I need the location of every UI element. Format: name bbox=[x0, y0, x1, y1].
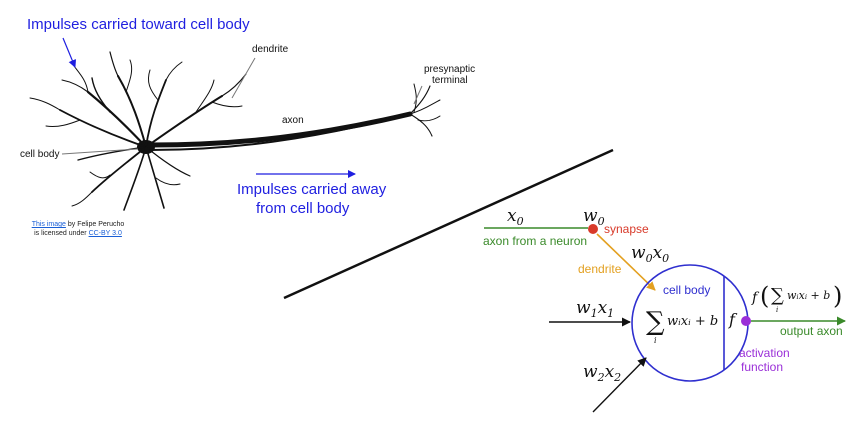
sum-symbol: ∑ bbox=[646, 307, 665, 337]
cell-body-model-label: cell body bbox=[663, 283, 710, 297]
credit-author: by Felipe Perucho bbox=[65, 221, 125, 228]
output-paren-close: ) bbox=[833, 282, 842, 310]
synapse-label: synapse bbox=[604, 222, 649, 236]
cell-body-label: cell body bbox=[20, 149, 59, 160]
axon-label: axon bbox=[282, 115, 304, 126]
activation-dot bbox=[741, 316, 751, 326]
w2x2-input-arrow bbox=[592, 357, 647, 413]
w0x0-label: w0x0 bbox=[631, 243, 669, 265]
impulses-toward-arrow bbox=[62, 37, 77, 68]
divider-line bbox=[283, 148, 614, 300]
sum-index: i bbox=[654, 336, 657, 345]
activation-label-1: activation bbox=[739, 346, 790, 360]
axon-from-neuron-label: axon from a neuron bbox=[483, 234, 587, 248]
impulses-toward-label: Impulses carried toward cell body bbox=[27, 16, 250, 33]
output-sum-index: i bbox=[776, 306, 778, 314]
x0-label: x0 bbox=[507, 206, 524, 228]
synapse-dot bbox=[588, 224, 598, 234]
impulses-away-label-2: from cell body bbox=[256, 200, 350, 217]
f-symbol: f bbox=[728, 310, 738, 329]
w2x2-label: w2x2 bbox=[583, 362, 621, 384]
credit-image-link[interactable]: This image bbox=[31, 221, 66, 228]
dendrite-model-label: dendrite bbox=[578, 262, 622, 276]
w0-label: w0 bbox=[583, 206, 605, 228]
terminal-pointer bbox=[413, 85, 423, 105]
credit-license-link[interactable]: CC-BY 3.0 bbox=[88, 230, 122, 237]
credit-license-text: is licensed under bbox=[34, 230, 89, 237]
sum-expression: wᵢxᵢ + b bbox=[667, 314, 718, 329]
terminal-label: terminal bbox=[432, 75, 468, 86]
biological-neuron-drawing bbox=[29, 51, 441, 211]
image-credit: This image by Felipe Perucho is licensed… bbox=[18, 220, 138, 238]
dendrite-arrow bbox=[596, 233, 656, 291]
output-f: f bbox=[751, 290, 760, 306]
output-formula: f ( ∑ i wᵢxᵢ + b ) bbox=[751, 282, 842, 314]
cell-body-pointer bbox=[61, 148, 139, 155]
dendrite-label: dendrite bbox=[252, 44, 289, 55]
output-sum-symbol: ∑ bbox=[771, 285, 784, 306]
presynaptic-label: presynaptic bbox=[424, 64, 475, 75]
activation-label-2: function bbox=[741, 360, 783, 374]
output-axon-label: output axon bbox=[780, 324, 843, 338]
output-paren-open: ( bbox=[760, 282, 769, 310]
impulses-away-label-1: Impulses carried away bbox=[237, 181, 387, 198]
output-sum-expression: wᵢxᵢ + b bbox=[787, 289, 830, 302]
dendrite-pointer bbox=[231, 57, 256, 99]
w1x1-label: w1x1 bbox=[576, 298, 614, 320]
